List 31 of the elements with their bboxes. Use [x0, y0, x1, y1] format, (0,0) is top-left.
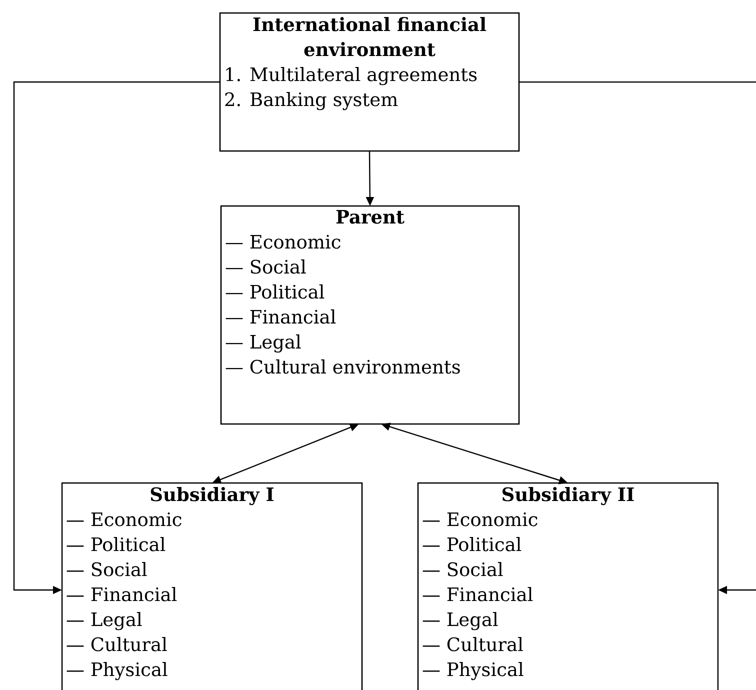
- box-heading: Parent: [336, 210, 404, 224]
- box-heading: Subsidiary II: [502, 486, 634, 506]
- list-item: — Economic: [226, 234, 340, 249]
- list-item: — Economic: [422, 512, 538, 526]
- list-item: 1. Multilateral agreements: [226, 66, 477, 86]
- list-item: — Cultural environments: [226, 359, 460, 374]
- list-item: — Legal: [66, 612, 142, 630]
- list-item: — Financial: [226, 309, 336, 324]
- list-item: — Political: [226, 284, 324, 299]
- box-heading: International financial environment: [253, 16, 486, 56]
- box-heading: Subsidiary I: [150, 486, 274, 506]
- text-box: [417, 482, 719, 690]
- list-item: — Physical: [422, 662, 524, 680]
- list-item: — Legal: [422, 612, 498, 630]
- list-item: — Physical: [66, 662, 168, 680]
- list-item: — Economic: [66, 512, 182, 526]
- list-item: — Financial: [66, 586, 177, 602]
- list-item: — Financial: [422, 586, 533, 602]
- list-item: — Political: [422, 536, 522, 552]
- list-item: 2. Banking system: [225, 92, 398, 110]
- list-item: — Social: [226, 259, 306, 274]
- arrow: [519, 81, 756, 594]
- list-item: — Political: [66, 536, 166, 552]
- text-box: [220, 205, 520, 425]
- list-item: — Social: [422, 562, 503, 576]
- list-item: — Cultural: [66, 636, 167, 652]
- text-box: [219, 12, 520, 152]
- text-box: [61, 482, 363, 690]
- list-item: — Legal: [226, 334, 301, 353]
- list-item: — Cultural: [422, 636, 523, 652]
- list-item: — Social: [66, 562, 147, 576]
